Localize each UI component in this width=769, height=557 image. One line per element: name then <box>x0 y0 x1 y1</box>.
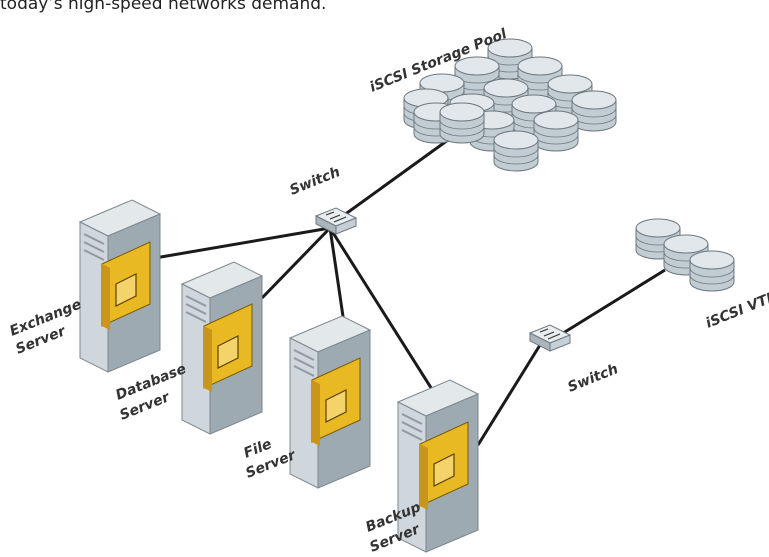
link-exchange-switch <box>154 226 331 260</box>
switch-right-icon <box>529 324 571 352</box>
switch-right-label: Switch <box>566 361 621 396</box>
link-database-switch <box>260 226 332 300</box>
link-backup-switch2 <box>476 344 542 446</box>
link-backup-switch <box>328 227 442 403</box>
exchange-server-icon <box>79 199 161 373</box>
connections <box>154 138 666 446</box>
vtl-label: iSCSI VTL <box>704 289 769 332</box>
link-switch-storage <box>339 138 449 220</box>
switch-top-label: Switch <box>288 164 343 199</box>
link-switch2-vtl <box>559 268 666 337</box>
link-file-switch <box>328 227 347 331</box>
file-server-icon <box>289 315 371 489</box>
database-server-icon <box>181 261 263 435</box>
caption-text: today’s high-speed networks demand. <box>0 0 327 14</box>
